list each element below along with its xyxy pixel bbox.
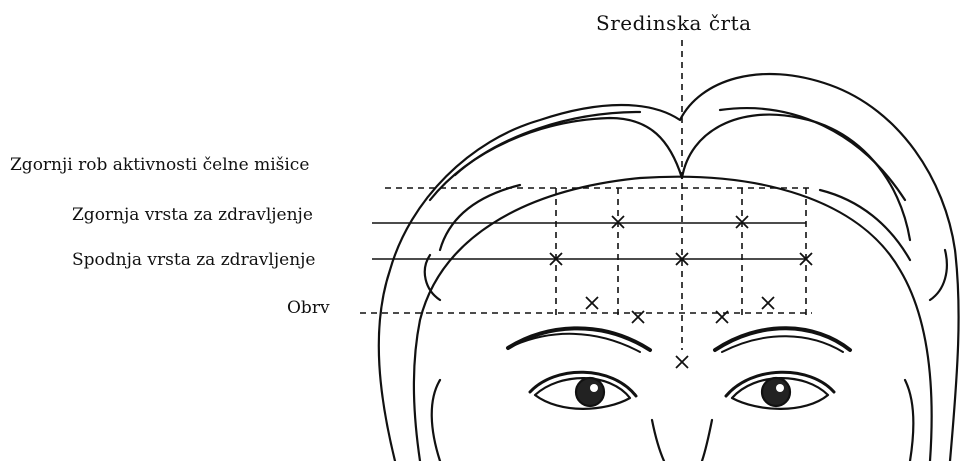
brow-label: Obrv	[287, 300, 330, 317]
face-outline	[414, 177, 932, 461]
injection-point	[762, 297, 774, 309]
lower-row-label: Spodnja vrsta za zdravljenje	[72, 252, 315, 269]
upper-row-label: Zgornja vrsta za zdravljenje	[72, 207, 313, 224]
hair-outline	[379, 74, 959, 461]
injection-point	[676, 356, 688, 368]
injection-point	[586, 297, 598, 309]
midline-label: Sredinska črta	[596, 13, 752, 33]
injection-point	[716, 311, 728, 323]
injection-points	[550, 216, 812, 368]
upper-edge-label: Zgornji rob aktivnosti čelne mišice	[10, 157, 309, 174]
